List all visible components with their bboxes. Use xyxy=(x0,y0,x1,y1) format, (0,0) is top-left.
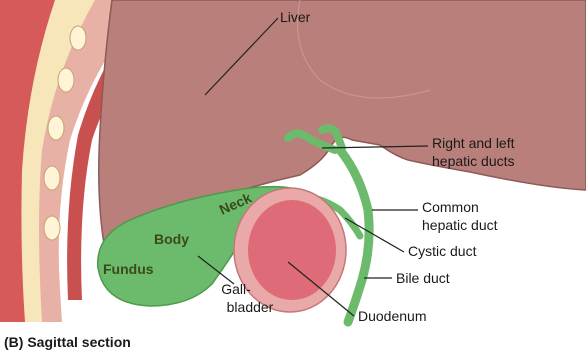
label-gallbladder-1: Gall- xyxy=(221,281,251,297)
label-gallbladder-2: bladder xyxy=(227,299,274,315)
label-common-hepatic-2: hepatic duct xyxy=(422,217,498,233)
rib-2 xyxy=(58,68,74,92)
label-hepatic-ducts-2: hepatic ducts xyxy=(432,153,515,169)
label-common-hepatic-1: Common xyxy=(422,199,479,215)
rib-4 xyxy=(44,166,60,190)
duodenum xyxy=(234,188,346,312)
rib-3 xyxy=(48,116,64,140)
label-fundus: Fundus xyxy=(103,261,154,277)
rib-5 xyxy=(44,216,60,240)
leader-cystic-duct xyxy=(345,218,404,252)
label-liver: Liver xyxy=(280,9,311,25)
label-duodenum: Duodenum xyxy=(358,308,427,324)
label-hepatic-ducts-1: Right and left xyxy=(432,135,515,151)
duodenum-lumen xyxy=(248,200,336,300)
rib-1 xyxy=(70,26,86,50)
figure-caption: (B) Sagittal section xyxy=(4,334,131,350)
label-bile-duct: Bile duct xyxy=(396,270,450,286)
label-cystic-duct: Cystic duct xyxy=(408,243,477,259)
label-body: Body xyxy=(154,231,189,247)
